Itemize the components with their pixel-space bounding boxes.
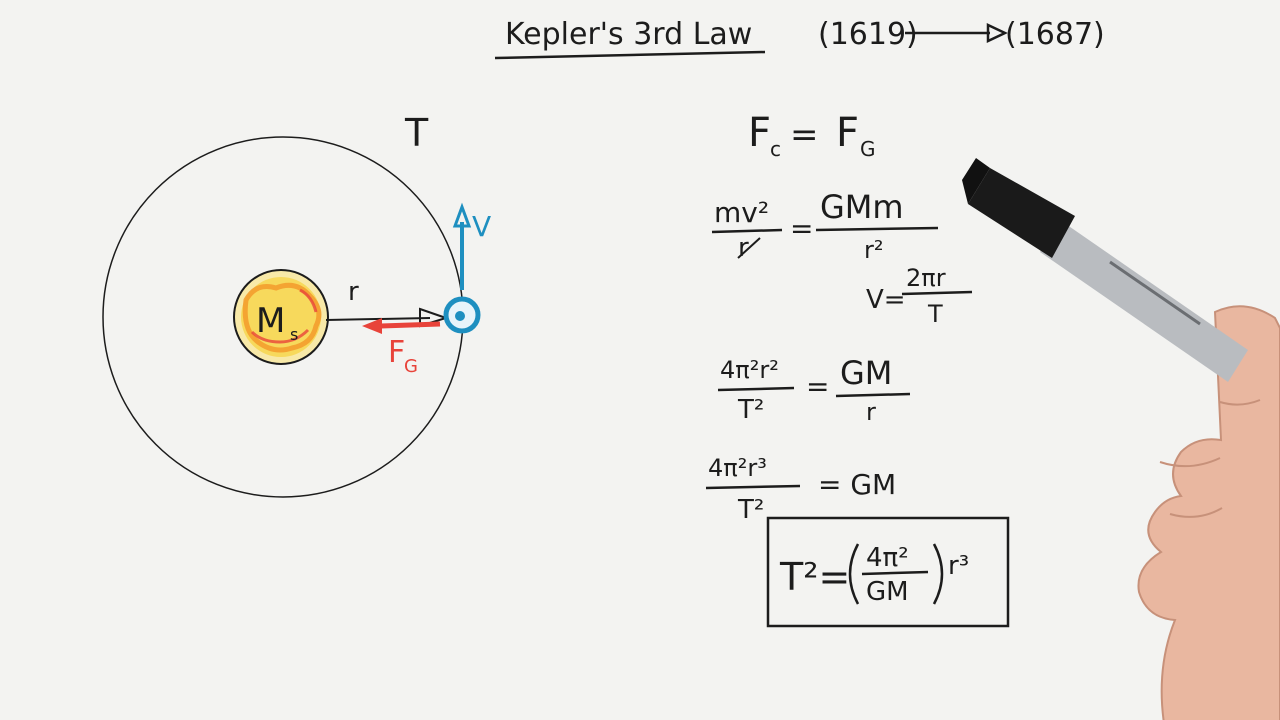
eq3-lhs: V= [866, 285, 906, 315]
planet-core [455, 311, 465, 321]
eq2-num-right: GMm [820, 188, 904, 226]
gravity-arrow-head [362, 318, 382, 334]
timeline-arrow-head [986, 23, 1008, 43]
eq2-den-right: r² [864, 236, 884, 264]
planet [443, 296, 481, 334]
year-end: (1687) [1005, 17, 1105, 52]
eq2-bar-left [711, 228, 783, 234]
eq2-num-left: mv² [714, 196, 769, 229]
boxed-paren-left [848, 543, 860, 605]
eq4-den-right: r [866, 398, 876, 426]
eq4-equals: = [806, 370, 829, 403]
boxed-paren-right [932, 543, 944, 605]
eq2-den-left: r [738, 233, 749, 263]
boxed-den: GM [866, 577, 909, 607]
result-box [766, 516, 1010, 628]
velocity-arrow-head [452, 202, 472, 228]
header: Kepler's 3rd Law (1619) (1687) [494, 17, 1105, 60]
gravity-force-label: F [388, 335, 405, 370]
boxed-lhs: T²= [779, 555, 850, 599]
star-flare-red [250, 288, 318, 344]
year-start: (1619) [818, 17, 918, 52]
boxed-num: 4π² [866, 543, 909, 573]
radius-label: r [348, 277, 359, 307]
star-label-subscript: s [290, 325, 298, 344]
page-title: Kepler's 3rd Law [505, 17, 752, 52]
eq4-bar-right [835, 392, 911, 398]
title-underline [494, 50, 766, 60]
marker-label [1109, 260, 1201, 326]
eq3-bar [901, 290, 973, 296]
eq3-num: 2πr [906, 264, 946, 292]
eq1-left-sub: c [770, 137, 781, 161]
eq4-bar-left [717, 386, 795, 392]
eq2-equals: = [790, 212, 813, 245]
star-flare [242, 282, 322, 353]
hand-knuckle-lines [1159, 399, 1261, 518]
derivation: F c = F G mv² r = GMm r² V= 2πr T 4π²r² … [705, 110, 1010, 628]
orbit-diagram: T M s r F G V [102, 111, 491, 498]
eq4-num-right: GM [840, 354, 892, 392]
eq5-bar-left [705, 484, 801, 490]
boxed-tail: r³ [948, 551, 969, 581]
period-label: T [404, 111, 429, 155]
eq1-right-sub: G [860, 137, 876, 161]
radius-arrow-shaft [325, 317, 431, 321]
eq1-left: F [748, 110, 771, 156]
velocity-label: V [472, 210, 491, 243]
eq1-equals: = [790, 115, 819, 155]
eq3-den: T [927, 300, 943, 328]
eq4-den-left: T² [737, 395, 764, 425]
gravity-force-subscript: G [404, 356, 418, 377]
eq2-cancel-left [737, 237, 761, 259]
eq1-right: F [836, 110, 859, 156]
gravity-arrow-shaft [379, 321, 441, 329]
boxed-bar [861, 570, 929, 576]
eq2-bar-right [815, 226, 939, 232]
boxed-result: T²= 4π² GM r³ [766, 516, 1010, 628]
star-label: M [256, 301, 285, 341]
star: M s [233, 269, 329, 365]
eq4-num-left: 4π²r² [720, 356, 779, 384]
marker-tip [962, 158, 990, 204]
eq5-den-left: T² [737, 495, 764, 525]
marker-body [1040, 220, 1248, 382]
marker-cap [968, 168, 1075, 258]
eq5-num-left: 4π²r³ [708, 454, 767, 482]
marker-hand [962, 158, 1280, 720]
eq5-rhs: = GM [818, 468, 896, 501]
